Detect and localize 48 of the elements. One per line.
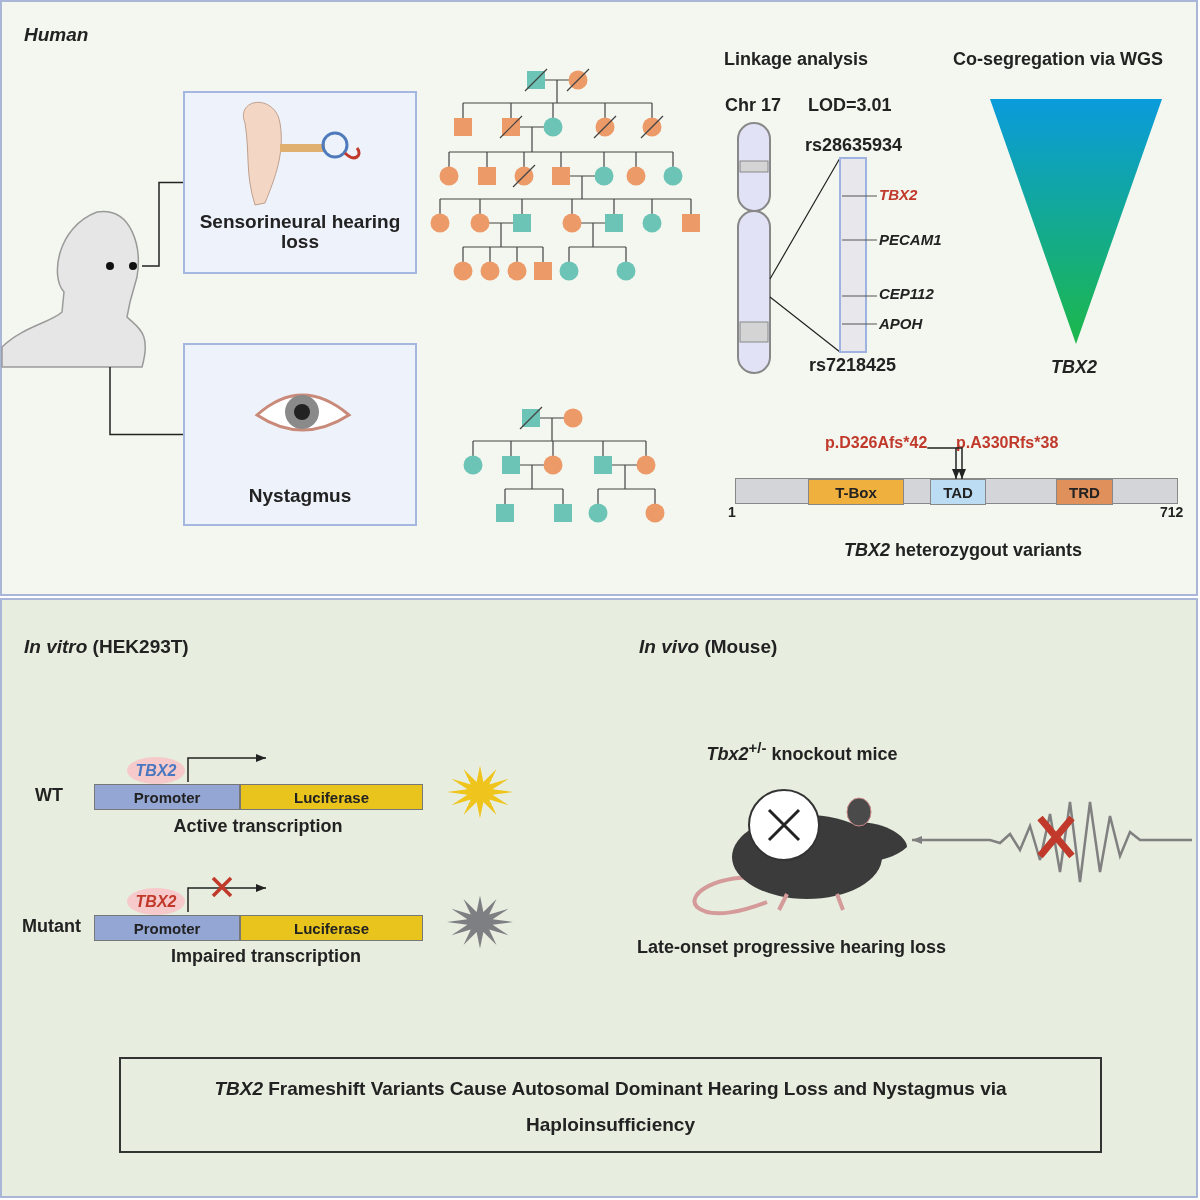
position-label: 712 <box>1160 505 1184 521</box>
conclusion-box: TBX2 Frameshift Variants Cause Autosomal Dominant Hearing Loss and Nystagmus via Haploinsufficiency <box>119 1057 1102 1153</box>
variant-label: p.D326Afs*42 <box>825 434 928 452</box>
protein-domain: TRD <box>1056 479 1113 505</box>
gene-label: TBX2 <box>1051 358 1097 378</box>
lod-score: LOD=3.01 <box>808 96 892 116</box>
figure-caption: TBX2 heterozygout variants <box>843 541 1083 561</box>
section-title: Co-segregation via WGS <box>953 50 1164 70</box>
connector-line <box>141 181 184 267</box>
position-label: 1 <box>728 505 736 521</box>
connector-line <box>109 366 184 436</box>
gene-label: APOH <box>879 316 923 333</box>
variant-label: p.A330Rfs*38 <box>956 434 1059 452</box>
section-panel <box>0 0 1198 596</box>
marker-label: rs28635934 <box>805 136 903 156</box>
symptom-box <box>183 91 417 274</box>
symptom-box <box>183 343 417 526</box>
gene-label: TBX2 <box>879 187 918 204</box>
protein-domain: T-Box <box>808 479 904 505</box>
protein-bar <box>735 478 1178 504</box>
reporter-segment: Luciferase <box>240 915 423 941</box>
protein-domain: TAD <box>930 479 986 505</box>
factor-ellipse: TBX2 <box>127 888 185 915</box>
arrow <box>926 447 960 480</box>
result-label: Late-onset progressive hearing loss <box>637 938 947 958</box>
gene-label: PECAM1 <box>879 232 942 249</box>
section-heading: In vitro (HEK293T) <box>24 636 189 658</box>
arrow <box>955 447 966 480</box>
section-title: Linkage analysis <box>724 50 869 70</box>
arrow <box>912 800 1192 884</box>
symptom-label: Nystagmus <box>247 486 353 506</box>
section-heading: Human <box>24 24 89 46</box>
factor-ellipse: TBX2 <box>127 757 185 784</box>
reporter-segment: Luciferase <box>240 784 423 810</box>
symptom-label: Sensorineural hearing loss <box>198 212 402 252</box>
row-label: Mutant <box>22 917 81 937</box>
chromosome-label: Chr 17 <box>725 96 782 116</box>
gradient-triangle <box>990 99 1162 344</box>
gene-label: CEP112 <box>879 286 934 303</box>
row-label: WT <box>35 786 63 806</box>
model-label: Tbx2$^{+/-}$ knockout mice <box>706 740 898 765</box>
result-label: Active transcription <box>173 817 343 837</box>
promoter-segment: Promoter <box>94 784 240 810</box>
section-panel <box>0 598 1198 1198</box>
section-heading: In vivo (Mouse) <box>639 636 778 658</box>
result-label: Impaired transcription <box>171 947 361 967</box>
marker-label: rs7218425 <box>809 356 897 376</box>
promoter-segment: Promoter <box>94 915 240 941</box>
